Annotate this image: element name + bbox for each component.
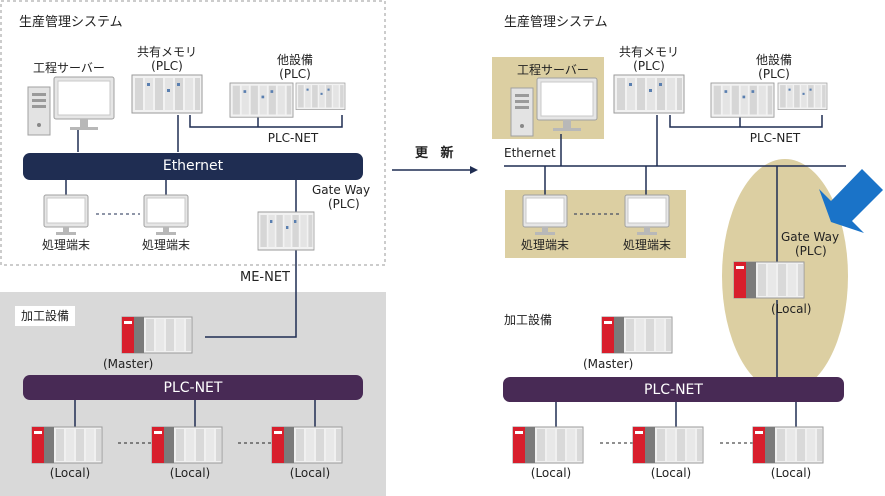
left-local-plc-icon-3 <box>271 426 343 464</box>
right-local-label-3: (Local) <box>770 466 812 480</box>
left-local-label-1: (Local) <box>49 466 91 480</box>
left-other-plc-icon-1 <box>229 82 294 118</box>
right-terminal-label-1: 処理端末 <box>520 238 569 252</box>
left-server-icon <box>27 76 115 136</box>
right-shared-memory-plc-icon <box>613 74 685 114</box>
left-process-server-label: 工程サーバー <box>33 61 105 75</box>
right-plc-net-label: PLC-NET <box>644 382 703 398</box>
left-gateway-sub: (PLC) <box>328 197 360 211</box>
right-master-label: (Master) <box>583 357 634 371</box>
right-processing-equipment-label: 加工設備 <box>504 313 553 327</box>
right-other-equipment-sub: (PLC) <box>758 67 790 81</box>
left-processing-equipment-label: 加工設備 <box>15 306 76 326</box>
left-terminal-label-1: 処理端末 <box>41 238 90 252</box>
left-other-plc-icon-2 <box>295 82 346 110</box>
left-other-equipment-label: 他設備 <box>276 53 313 67</box>
left-terminal-label-2: 処理端末 <box>141 238 190 252</box>
update-arrow-head <box>470 166 478 174</box>
right-other-plc-icon-1 <box>710 82 775 118</box>
right-gateway-plc-icon <box>733 261 805 299</box>
production-system-boundary <box>0 0 386 266</box>
right-process-server-label: 工程サーバー <box>517 63 589 77</box>
left-other-equipment-sub: (PLC) <box>279 67 311 81</box>
left-gateway-label: Gate Way <box>312 183 371 197</box>
right-plc-net-bar <box>503 377 844 402</box>
right-gateway-sub: (PLC) <box>795 244 827 258</box>
left-shared-memory-label: 共有メモリ <box>136 45 197 59</box>
left-system-title: 生産管理システム <box>19 15 123 30</box>
right-plc-net-top-label: PLC-NET <box>749 131 801 145</box>
left-me-net-label: ME-NET <box>240 270 291 285</box>
right-gateway-local-label: (Local) <box>771 302 812 316</box>
left-master-label: (Master) <box>103 357 154 371</box>
right-shared-memory-sub: (PLC) <box>633 59 665 73</box>
left-local-label-2: (Local) <box>169 466 211 480</box>
right-terminal-label-2: 処理端末 <box>622 238 671 252</box>
left-connection-lines <box>65 115 343 427</box>
right-local-plc-icon-2 <box>632 426 704 464</box>
left-plc-net-label: PLC-NET <box>163 380 223 396</box>
left-plc-net-bar <box>23 375 363 400</box>
left-master-plc-icon <box>121 316 193 354</box>
update-arrow-label: 更 新 <box>415 146 458 161</box>
left-local-plc-icon-2 <box>151 426 223 464</box>
left-shared-memory-plc-icon <box>131 74 203 114</box>
right-master-plc-icon <box>601 316 673 354</box>
right-connection-lines <box>504 115 846 427</box>
left-gateway-plc-icon <box>257 211 315 251</box>
right-other-plc-icon-2 <box>777 82 828 110</box>
right-local-plc-icon-1 <box>512 426 584 464</box>
left-plc-net-top-label: PLC-NET <box>267 131 319 145</box>
right-other-equipment-label: 他設備 <box>755 53 792 67</box>
right-shared-memory-label: 共有メモリ <box>618 45 679 59</box>
left-local-label-3: (Local) <box>289 466 331 480</box>
left-ethernet-bar <box>23 153 363 180</box>
left-local-plc-icon-1 <box>31 426 103 464</box>
left-ethernet-label: Ethernet <box>162 158 224 174</box>
left-terminal-icon-2 <box>143 194 189 236</box>
pointer-arrow-icon <box>819 169 883 233</box>
left-terminal-icon-1 <box>43 194 89 236</box>
right-local-label-2: (Local) <box>650 466 692 480</box>
right-system-title: 生産管理システム <box>504 15 608 30</box>
right-ethernet-label: Ethernet <box>504 146 556 160</box>
right-local-plc-icon-3 <box>752 426 824 464</box>
left-shared-memory-sub: (PLC) <box>151 59 183 73</box>
right-gateway-label: Gate Way <box>781 230 840 244</box>
right-local-label-1: (Local) <box>530 466 572 480</box>
